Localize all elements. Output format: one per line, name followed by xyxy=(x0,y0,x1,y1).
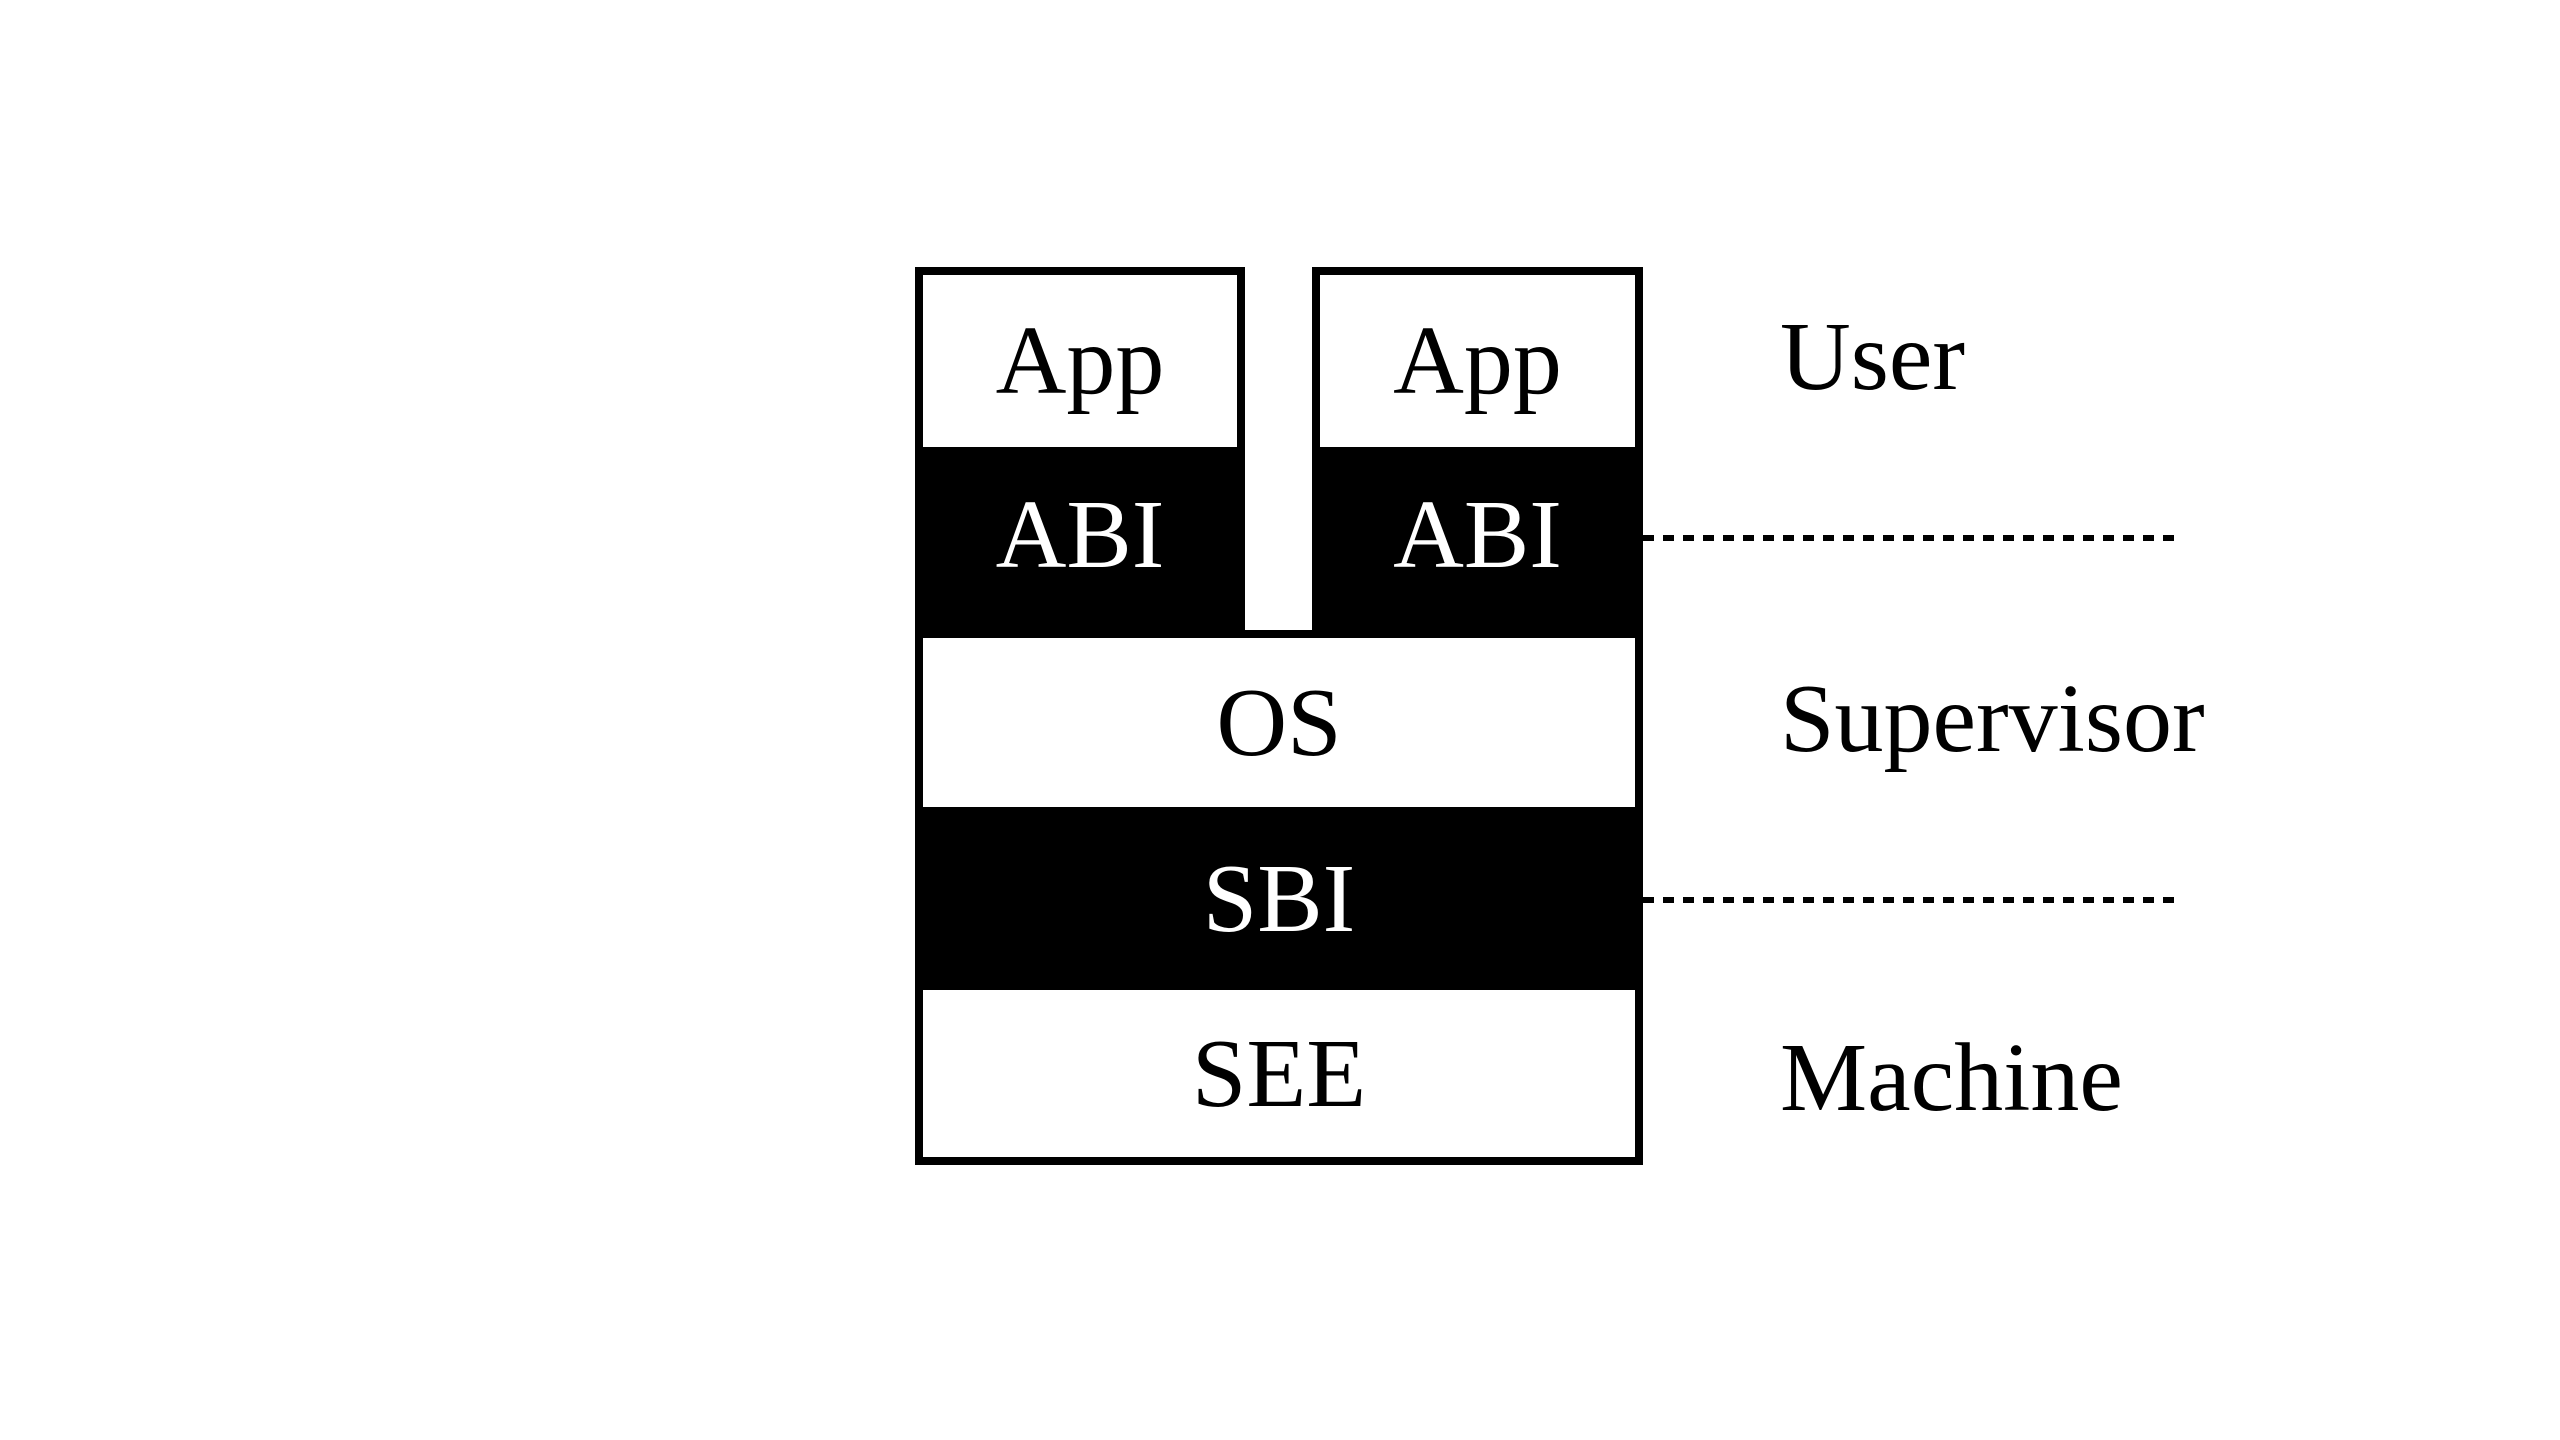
os-box: OS xyxy=(923,638,1635,807)
abi-box: ABI xyxy=(1320,447,1635,622)
abi-boundary-dotted-line xyxy=(1643,535,2180,541)
app-abi-column-left: App ABI xyxy=(915,267,1245,630)
sbi-box: SBI xyxy=(923,807,1635,990)
privilege-level-label-machine: Machine xyxy=(1780,1023,2123,1132)
privilege-level-label-user: User xyxy=(1780,303,1966,411)
app-abi-column-right: App ABI xyxy=(1312,267,1643,630)
app-box: App xyxy=(923,275,1237,447)
sbi-boundary-dotted-line xyxy=(1643,897,2180,903)
app-box: App xyxy=(1320,275,1635,447)
os-sbi-see-stack: OS SBI SEE xyxy=(915,630,1643,1165)
privilege-level-label-supervisor: Supervisor xyxy=(1780,664,2205,773)
see-box: SEE xyxy=(923,990,1635,1157)
abi-box: ABI xyxy=(923,447,1237,622)
